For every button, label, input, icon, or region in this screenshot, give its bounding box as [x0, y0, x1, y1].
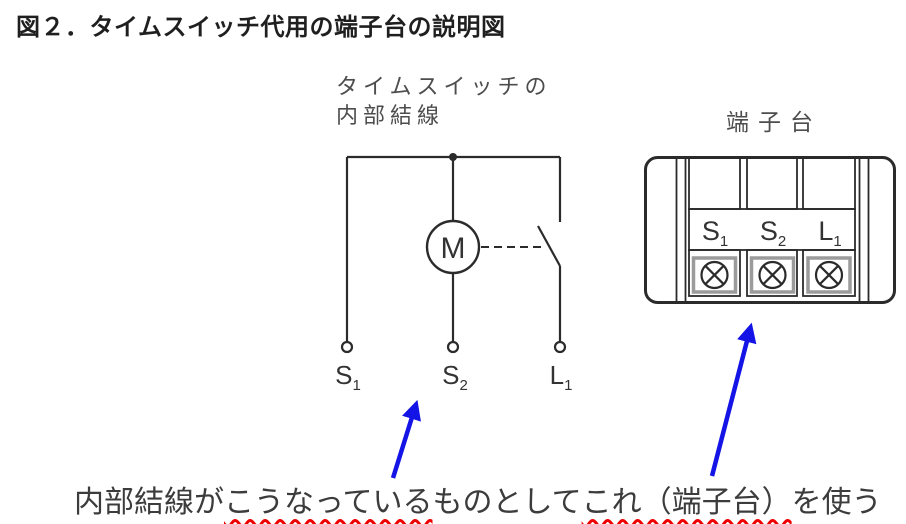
screw-icon-l1	[814, 260, 844, 290]
lower-cell-s1	[688, 249, 741, 297]
caption-part1: 内部結線が	[74, 486, 224, 519]
lower-cell-l1	[802, 249, 856, 297]
upper-cell-s1	[688, 157, 741, 210]
circuit-terminal-label-l1: L1	[550, 360, 573, 394]
circuit-label-line1: タイムスイッチの	[336, 74, 552, 99]
terminal-circle-l1	[553, 340, 567, 354]
junction-dot	[449, 153, 457, 161]
arrow-to-circuit-icon	[390, 399, 421, 479]
block-terminal-label-s1: S1	[702, 216, 728, 250]
annotation-arrows	[390, 322, 757, 479]
screw-frame-s1	[691, 256, 738, 294]
screw-frame-l1	[806, 256, 852, 294]
motor-icon	[425, 219, 481, 275]
upper-cell-l1	[802, 157, 856, 210]
circuit-label-line2: 内部結線	[336, 103, 445, 128]
time-switch-circuit	[340, 153, 567, 354]
caption-part2-wavy-underlined: こうなっている	[224, 486, 433, 519]
circuit-terminal-label-s2: S2	[442, 360, 468, 394]
caption-part5: を使う	[791, 486, 882, 519]
arrow-to-terminal-block-icon	[709, 322, 757, 477]
circuit-label: タイムスイッチの 内部結線	[336, 72, 552, 130]
terminal-circle-s1	[340, 340, 354, 354]
switch-blade-icon	[537, 225, 561, 267]
terminal-block	[644, 156, 896, 304]
figure-title: 図２．タイムスイッチ代用の端子台の説明図	[16, 14, 506, 41]
terminal-block-label: 端子台	[726, 110, 822, 135]
upper-cell-s2	[746, 157, 798, 210]
block-terminal-label-s2: S2	[760, 216, 786, 250]
screw-icon-s1	[700, 260, 729, 290]
screw-frame-s2	[749, 256, 796, 294]
circuit-terminal-label-s1: S1	[335, 360, 361, 394]
terminal-circle-s2	[446, 340, 460, 354]
block-terminal-label-l1: L1	[818, 216, 841, 250]
caption-part4-wavy-underlined: これ（端子台）	[581, 486, 792, 519]
motor-letter: M	[441, 232, 466, 265]
caption: 内部結線がこうなっているものとしてこれ（端子台）を使う	[74, 477, 882, 521]
caption-part3: ものとして	[432, 486, 582, 519]
lower-cell-s2	[746, 249, 798, 297]
screw-icon-s2	[758, 260, 787, 290]
